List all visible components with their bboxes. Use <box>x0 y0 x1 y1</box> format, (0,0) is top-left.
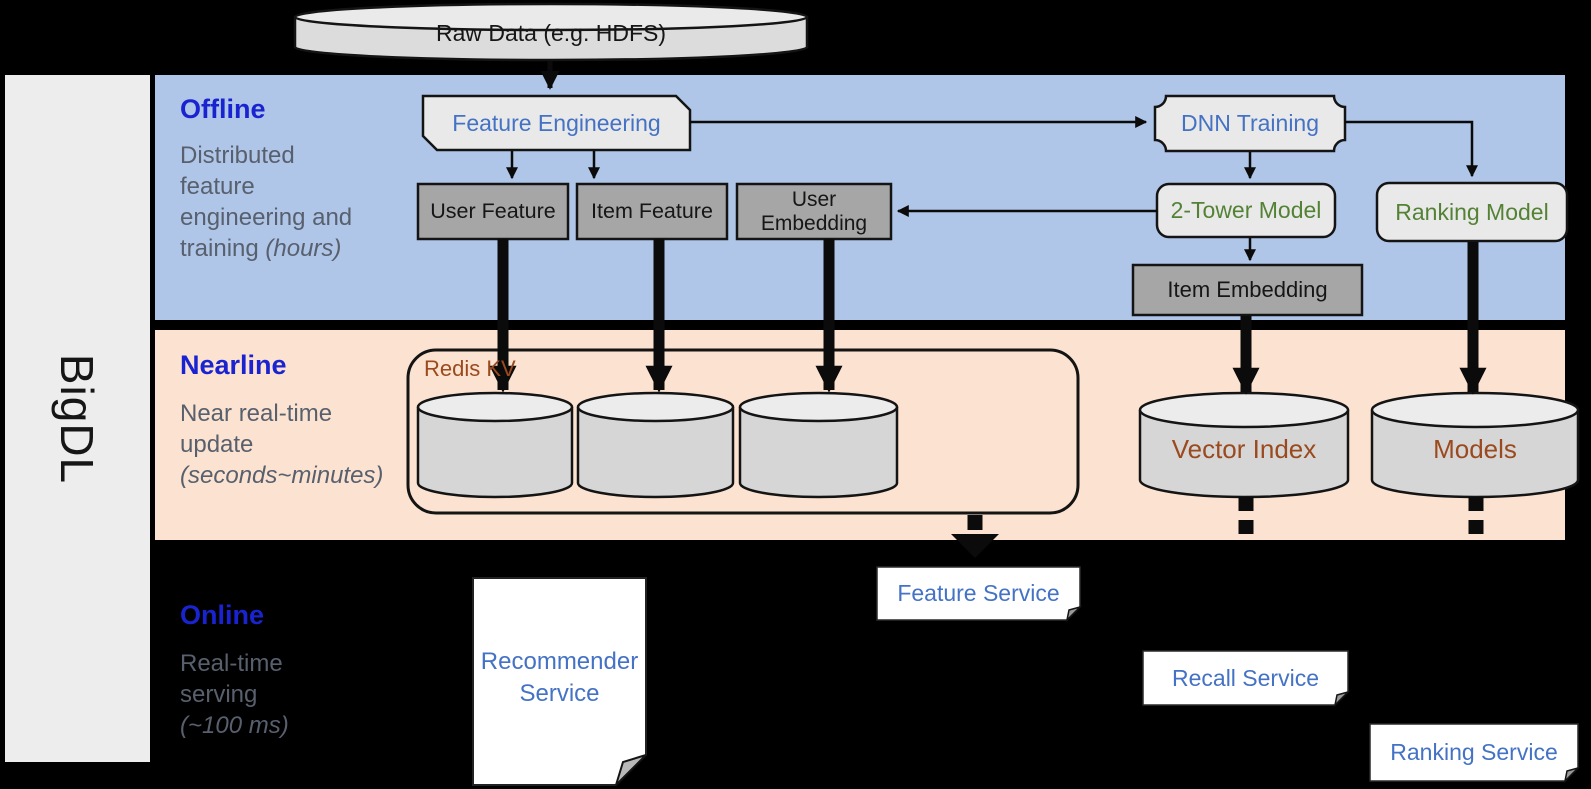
recommender-service-doc <box>472 577 647 786</box>
feature-engineering-shape <box>421 94 692 152</box>
feature-service-doc <box>876 566 1083 623</box>
raw-data-label: Raw Data (e.g. HDFS) <box>435 19 667 46</box>
two-tower-model-label: 2-Tower Model <box>1170 197 1322 223</box>
recall-service-label: Recall Service <box>1172 664 1319 691</box>
online-section-description: Real-time serving (~100 ms) <box>180 650 289 739</box>
nearline-section-title: Nearline <box>180 350 287 380</box>
raw-data-cylinder <box>293 2 809 62</box>
dnn-training-shape <box>1153 94 1347 153</box>
dashed-arrowhead-feature-service <box>951 534 999 558</box>
recall-service-doc <box>1142 650 1351 708</box>
feature-engineering-label: Feature Engineering <box>452 109 661 136</box>
ranking-model-box <box>1375 181 1569 243</box>
user-feature-label: User Feature <box>430 199 556 223</box>
ranking-service-label: Ranking Service <box>1390 739 1558 765</box>
models-cylinder <box>1370 391 1580 499</box>
redis-cylinder-1 <box>416 391 574 499</box>
item-embedding-box <box>1131 263 1364 317</box>
offline-section-description: Distributed feature engineering and trai… <box>180 142 353 262</box>
item-feature-box <box>575 182 729 241</box>
dnn-training-label: DNN Training <box>1180 110 1320 136</box>
redis-cylinder-2 <box>576 391 735 499</box>
redis-kv-container <box>406 348 1080 515</box>
ranking-service-doc <box>1369 723 1581 784</box>
bigdl-sidebar: BigDL <box>5 75 150 762</box>
feature-service-label: Feature Service <box>897 580 1060 606</box>
redis-cylinder-3 <box>738 391 899 499</box>
redis-kv-label: Redis KV <box>424 356 516 381</box>
nearline-section-description: Near real-time update (seconds~minutes) <box>180 400 384 489</box>
item-feature-label: Item Feature <box>591 199 713 223</box>
online-section-title: Online <box>180 600 265 630</box>
models-label: Models <box>1433 433 1517 464</box>
user-embedding-label: User Embedding <box>760 187 868 235</box>
offline-section-title: Offline <box>180 94 266 124</box>
user-feature-box <box>416 182 570 241</box>
arrow-dnn-training-to-ranking-model <box>1345 120 1478 178</box>
user-embedding-box <box>735 182 893 241</box>
recommender-service-label: Recommender Service <box>480 647 639 707</box>
item-embedding-label: Item Embedding <box>1167 277 1328 302</box>
vector-index-cylinder <box>1138 391 1350 499</box>
ranking-model-label: Ranking Model <box>1395 198 1549 225</box>
vector-index-label: Vector Index <box>1171 433 1317 464</box>
